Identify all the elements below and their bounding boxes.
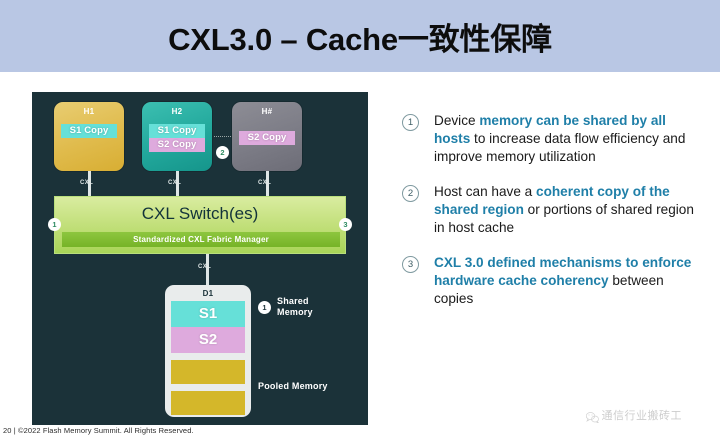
cxl-connector-h1	[88, 171, 91, 196]
bullet-text-3: CXL 3.0 defined mechanisms to enforce ha…	[434, 255, 692, 306]
host-label-hx: H#	[261, 107, 273, 116]
host-h2-copy-s2: S2 Copy	[149, 138, 205, 152]
host-box-h2: H2 S1 Copy S2 Copy	[142, 102, 212, 171]
device-pooled-block-2	[171, 391, 245, 415]
page-title: CXL3.0 – Cache一致性保障	[168, 22, 552, 57]
bullet-point-1: 1 Device memory can be shared by all hos…	[402, 112, 702, 166]
host-hx-copy-s2: S2 Copy	[239, 131, 295, 145]
cxl-switch-title: CXL Switch(es)	[141, 204, 259, 223]
bullet-number-2: 2	[402, 185, 419, 202]
diagram-badge-shared-memory: 1	[258, 301, 271, 314]
fabric-manager-bar: Standardized CXL Fabric Manager	[62, 232, 340, 247]
device-label-d1: D1	[202, 289, 214, 298]
coherency-dotted-link	[214, 136, 231, 137]
cxl-link-label-h1: CXL	[80, 180, 94, 186]
device-memory-s2: S2	[171, 327, 245, 353]
host-h2-copy-s1: S1 Copy	[149, 124, 205, 138]
shared-memory-label-line1: Shared	[277, 296, 309, 306]
device-memory-s1: S1	[171, 301, 245, 327]
cxl-connector-hx	[266, 171, 269, 196]
watermark: 通信行业搬砖工	[585, 407, 683, 423]
device-box-d1: D1 S1 S2	[165, 285, 251, 417]
cxl-link-label-device: CXL	[198, 264, 212, 270]
pooled-memory-label: Pooled Memory	[258, 381, 328, 391]
cxl-link-label-hx: CXL	[258, 180, 272, 186]
bullet-point-2: 2 Host can have a coherent copy of the s…	[402, 183, 702, 237]
bullet-text-2: Host can have a coherent copy of the sha…	[434, 184, 694, 235]
header-band	[0, 0, 720, 72]
slide-footer: 20 | ©2022 Flash Memory Summit. All Righ…	[3, 426, 194, 435]
cxl-connector-device	[206, 254, 209, 285]
host-label-h2: H2	[171, 107, 183, 116]
bullet-points-column: 1 Device memory can be shared by all hos…	[402, 112, 702, 325]
cxl-topology-diagram: H1 S1 Copy H2 S1 Copy S2 Copy H# S2 Copy…	[32, 92, 368, 425]
shared-memory-label-line2: Memory	[277, 307, 313, 317]
device-pooled-block-1	[171, 360, 245, 384]
diagram-badge-switch-right: 3	[339, 218, 352, 231]
watermark-text: 通信行业搬砖工	[601, 410, 682, 422]
wechat-icon	[585, 410, 599, 423]
cxl-switch-box: CXL Switch(es) Standardized CXL Fabric M…	[54, 196, 346, 254]
host-box-hx: H# S2 Copy	[232, 102, 302, 171]
bullet-number-3: 3	[402, 256, 419, 273]
cxl-connector-h2	[176, 171, 179, 196]
bullet-text-1: Device memory can be shared by all hosts…	[434, 113, 686, 164]
bullet-point-3: 3 CXL 3.0 defined mechanisms to enforce …	[402, 254, 702, 308]
host-h1-copy-s1: S1 Copy	[61, 124, 117, 138]
bullet-number-1: 1	[402, 114, 419, 131]
host-label-h1: H1	[83, 107, 95, 116]
cxl-link-label-h2: CXL	[168, 180, 182, 186]
diagram-badge-switch-left: 1	[48, 218, 61, 231]
diagram-badge-host-link: 2	[216, 146, 229, 159]
shared-memory-label: Shared Memory	[277, 296, 313, 318]
host-box-h1: H1 S1 Copy	[54, 102, 124, 171]
